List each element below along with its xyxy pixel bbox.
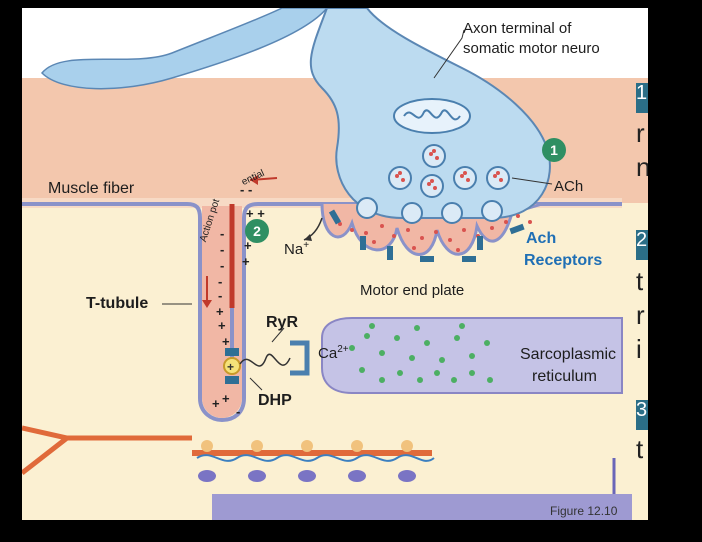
axon-terminal-label-line1: Axon terminal of bbox=[463, 20, 572, 37]
step-2-badge: 2 bbox=[245, 219, 269, 243]
svg-text:-: - bbox=[218, 288, 222, 303]
svg-text:+: + bbox=[227, 360, 234, 374]
sidebar-step-1-number: 1 bbox=[636, 82, 648, 104]
sidebar-text-r2: r bbox=[636, 300, 645, 330]
diagram-canvas: + + +++ +-- +++ ++- --- - - Axon termina… bbox=[22, 8, 648, 520]
sidebar-text-t2: t bbox=[636, 434, 644, 464]
t-tubule-label: T-tubule bbox=[86, 295, 149, 312]
sidebar-step-2-number: 2 bbox=[636, 229, 648, 251]
sidebar-step-1-box bbox=[636, 83, 648, 113]
dhp-receptor bbox=[223, 357, 241, 375]
sodium-text: Na bbox=[284, 241, 304, 258]
svg-text:-: - bbox=[218, 274, 222, 289]
thick-filament bbox=[212, 494, 632, 520]
dhp-label: DHP bbox=[258, 392, 292, 409]
tropomyosin bbox=[196, 454, 435, 462]
synaptic-vesicles bbox=[356, 144, 510, 224]
svg-text:- -: - - bbox=[240, 182, 252, 197]
svg-text:-: - bbox=[236, 404, 240, 419]
ach-molecules bbox=[338, 149, 532, 252]
svg-text:+: + bbox=[216, 304, 224, 319]
diagram-art: + + +++ +-- +++ ++- --- - - bbox=[22, 8, 648, 520]
sarcolemma-membrane bbox=[22, 202, 622, 423]
step-1-badge: 1 bbox=[542, 138, 566, 162]
calcium-text: Ca bbox=[318, 345, 338, 362]
calcium-label: Ca2+ bbox=[318, 344, 349, 362]
dhp-ryr-link bbox=[239, 353, 291, 367]
sarcoplasmic-reticulum-label-line1: Sarcoplasmic bbox=[520, 346, 617, 363]
ach-receptors-label-line2: Receptors bbox=[524, 252, 603, 269]
svg-text:+: + bbox=[244, 238, 252, 253]
sodium-charge: + bbox=[303, 240, 310, 251]
sarcoplasmic-reticulum-label-line2: reticulum bbox=[532, 368, 597, 385]
muscle-fiber-label: Muscle fiber bbox=[48, 180, 135, 197]
svg-text:-: - bbox=[220, 226, 224, 241]
ach-label: ACh bbox=[554, 178, 584, 195]
sodium-label: Na+ bbox=[284, 240, 309, 258]
calcium-ions bbox=[349, 323, 493, 383]
figure-caption: Figure 12.10 bbox=[550, 504, 618, 518]
sidebar-step-3-box bbox=[636, 400, 648, 430]
svg-text:-: - bbox=[220, 242, 224, 257]
svg-text:+: + bbox=[222, 334, 230, 349]
sidebar-step-3-number: 3 bbox=[636, 399, 648, 421]
svg-text:+ +: + + bbox=[246, 206, 265, 221]
motor-end-plate-label: Motor end plate bbox=[360, 282, 465, 299]
axon-terminal-label-line2: somatic motor neuro bbox=[463, 40, 600, 57]
calcium-charge: 2+ bbox=[337, 344, 349, 355]
membrane-charges: + +++ +-- +++ ++- --- - - bbox=[212, 182, 265, 419]
svg-text:+: + bbox=[242, 254, 250, 269]
ach-receptors-label-line1: Ach bbox=[526, 230, 557, 247]
axon-branch bbox=[40, 8, 328, 90]
sidebar-text-r: r bbox=[636, 118, 645, 148]
svg-text:+: + bbox=[218, 318, 226, 333]
svg-text:-: - bbox=[220, 258, 224, 273]
ryr-channel bbox=[290, 340, 310, 376]
myosin-heads bbox=[198, 440, 416, 482]
ryr-label: RyR bbox=[266, 314, 299, 331]
sidebar-text-t: t bbox=[636, 266, 644, 296]
sidebar-text-n: n bbox=[636, 152, 648, 182]
svg-text:+: + bbox=[222, 391, 230, 406]
svg-text:+: + bbox=[212, 396, 220, 411]
sidebar-text-i: i bbox=[636, 334, 642, 364]
sidebar-step-2-box bbox=[636, 230, 648, 260]
ach-receptor-channels bbox=[328, 209, 525, 262]
